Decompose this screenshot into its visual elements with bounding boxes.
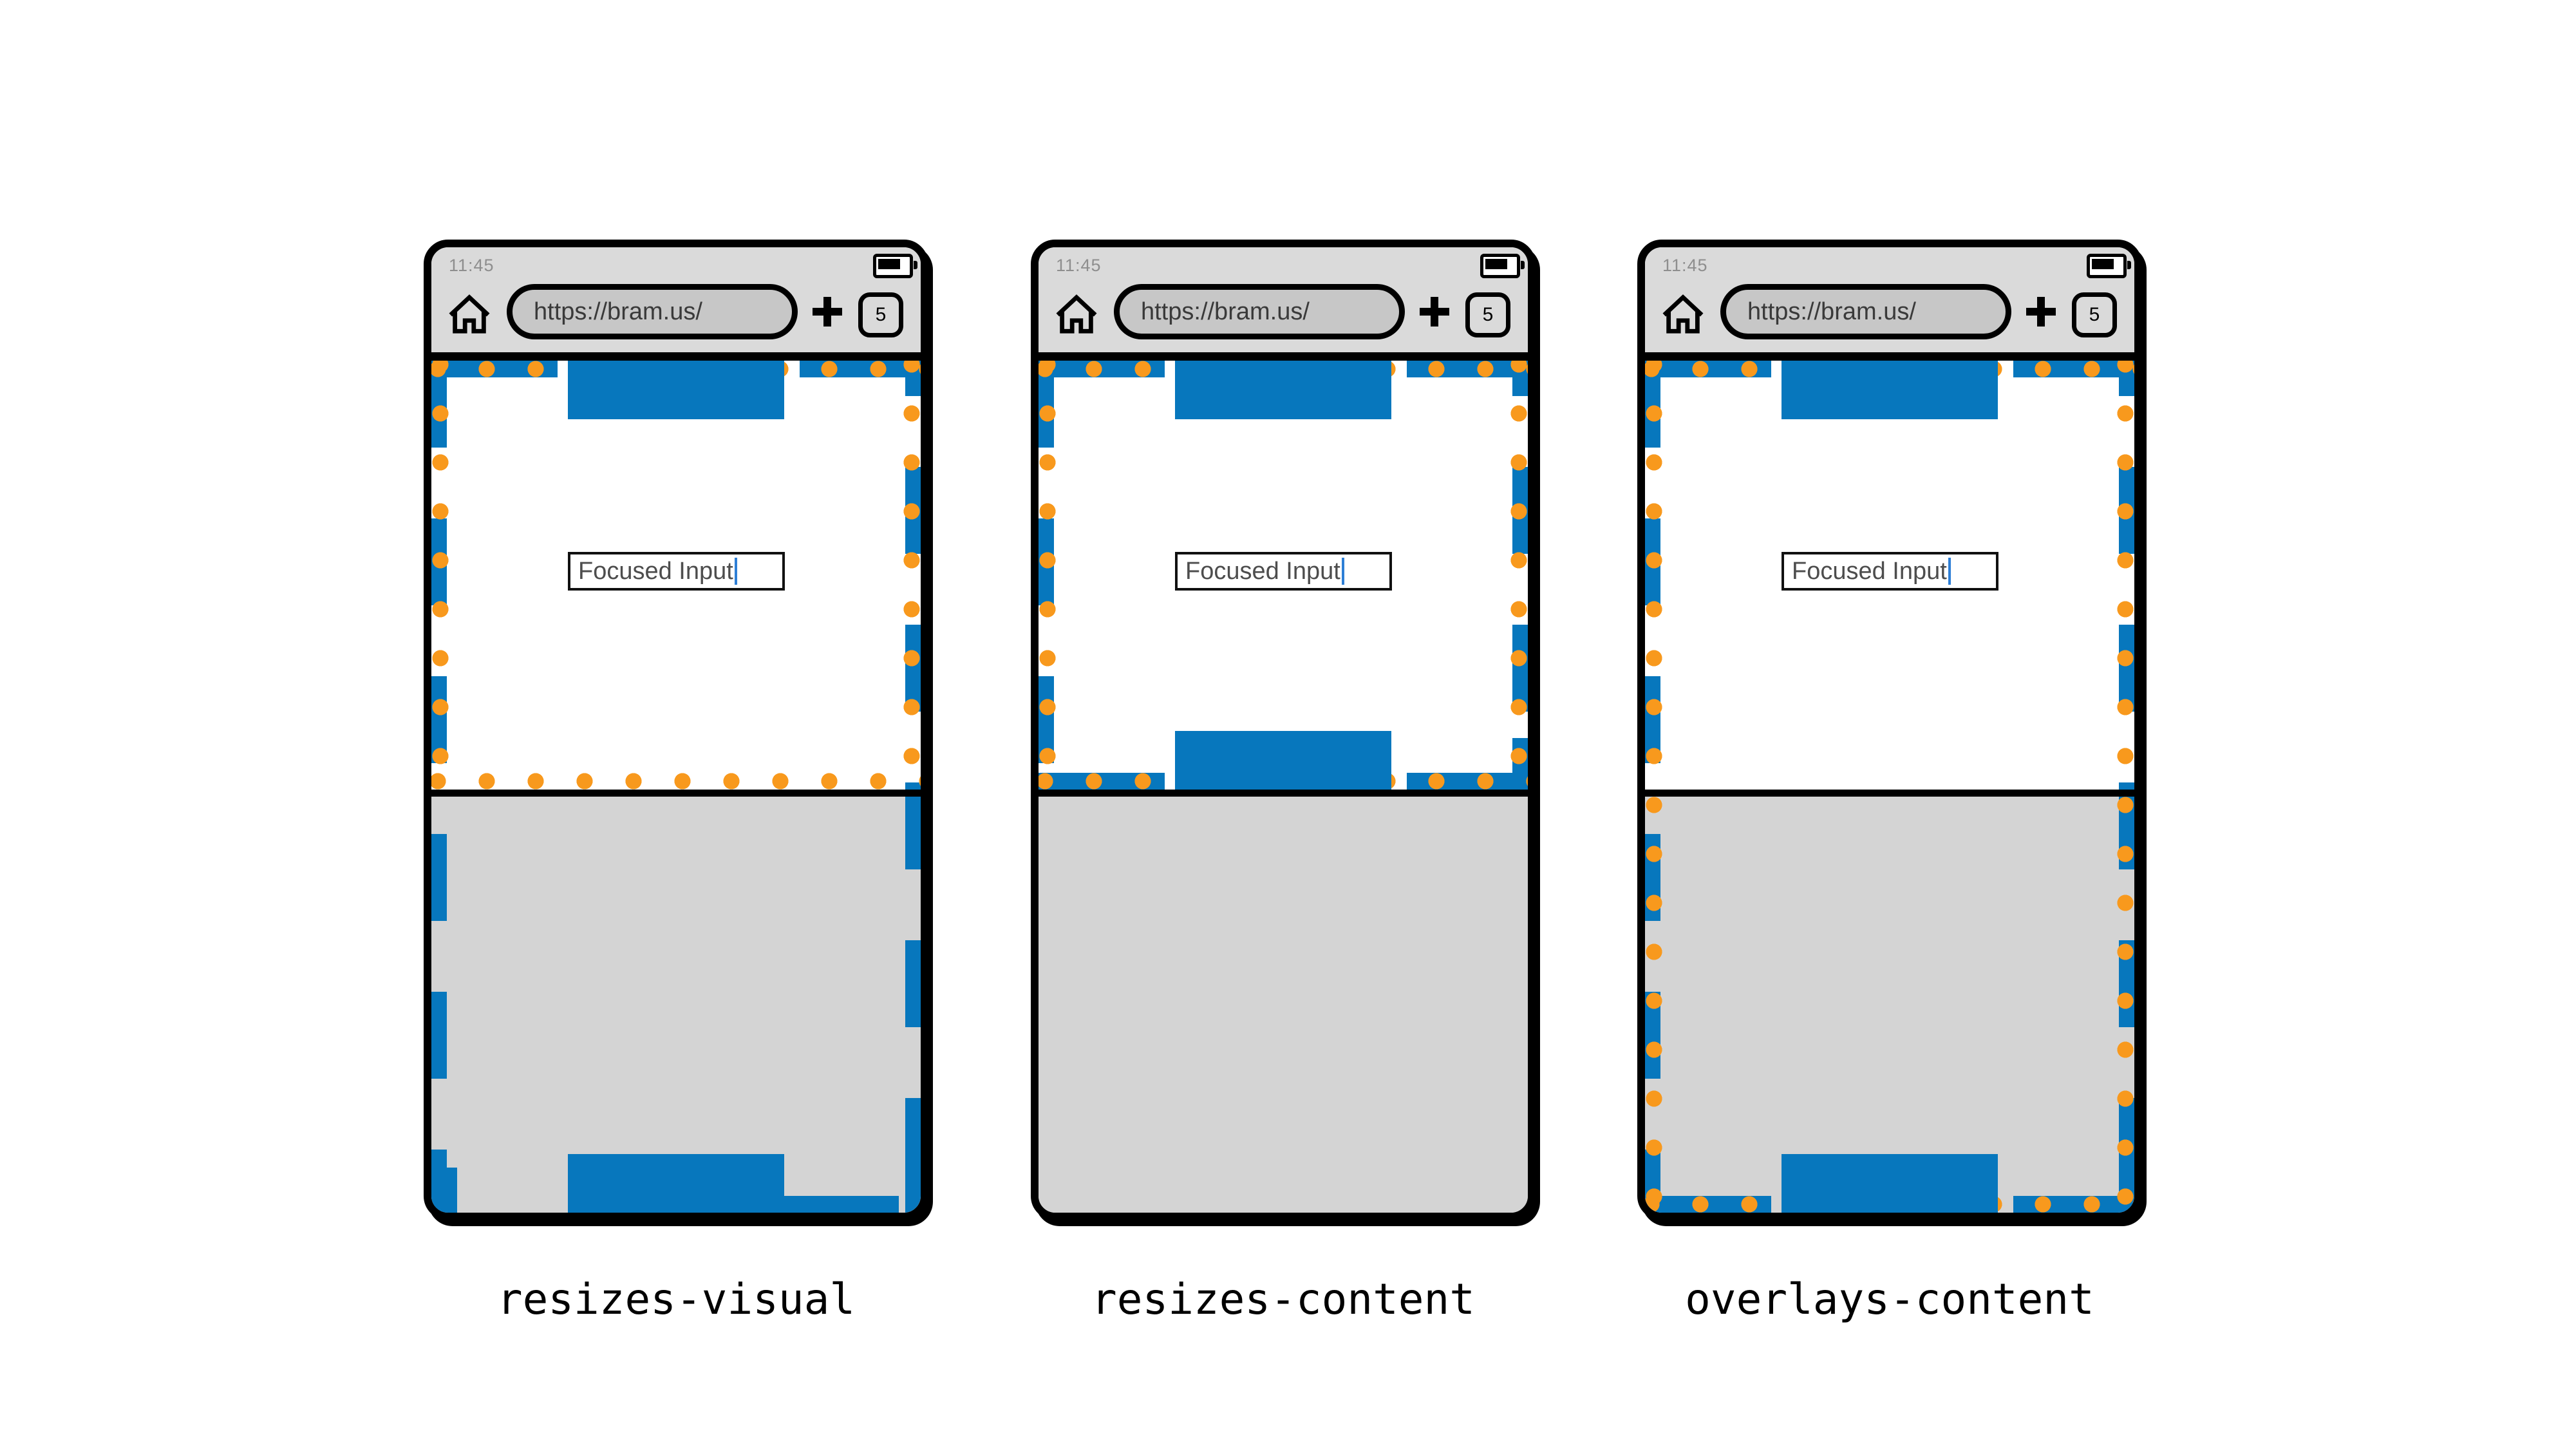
status-time: 11:45: [1056, 256, 1102, 275]
blue-dash-top-center: [1175, 361, 1391, 419]
phone-frame: 11:45 https://bram.us/ 5: [1031, 240, 1536, 1220]
focused-input-value: Focused Input: [1185, 557, 1340, 585]
phone-screen: 11:45 https://bram.us/ 5: [431, 247, 921, 1213]
orange-dots-right-edge: [1510, 361, 1527, 790]
focused-input[interactable]: Focused Input: [1782, 552, 1998, 591]
battery-icon: [1480, 254, 1525, 278]
blue-dash-bottom-right-segment: [784, 1196, 899, 1213]
orange-dots-visual-viewport-bottom: [431, 773, 921, 790]
orange-dots-left-edge: [432, 361, 449, 790]
battery-nub: [914, 261, 917, 269]
battery-icon: [2087, 254, 2131, 278]
orange-dots-left-edge: [1039, 361, 1056, 790]
focused-input[interactable]: Focused Input: [568, 552, 785, 591]
blue-dash-bottom-left-corner: [431, 1168, 457, 1213]
text-caret: [1948, 558, 1951, 585]
mode-caption: resizes-visual: [496, 1274, 856, 1324]
url-text: https://bram.us/: [1141, 298, 1310, 325]
phone-frame: 11:45 https://bram.us/ 5: [1637, 240, 2142, 1220]
orange-dots-right-edge: [2117, 361, 2134, 1213]
url-field[interactable]: https://bram.us/: [1114, 284, 1405, 339]
tab-counter-button[interactable]: 5: [2072, 292, 2117, 337]
home-icon[interactable]: [1660, 292, 1706, 336]
mode-caption: overlays-content: [1685, 1274, 2094, 1324]
phone-resizes-content: 11:45 https://bram.us/ 5: [1031, 240, 1536, 1324]
virtual-keyboard-area: [1645, 797, 2134, 1213]
tab-counter-button[interactable]: 5: [1465, 292, 1510, 337]
url-field[interactable]: https://bram.us/: [507, 284, 798, 339]
phone-resizes-visual: 11:45 https://bram.us/ 5: [424, 240, 928, 1324]
focused-input-value: Focused Input: [578, 557, 733, 585]
blue-dash-bottom-center: [1782, 1154, 1998, 1213]
battery-fill: [1485, 259, 1507, 269]
new-tab-button[interactable]: [2026, 297, 2056, 327]
phone-screen: 11:45 https://bram.us/ 5: [1039, 247, 1528, 1213]
tab-count: 5: [2089, 304, 2100, 325]
browser-chrome: 11:45 https://bram.us/ 5: [1645, 247, 2134, 352]
phone-overlays-content: 11:45 https://bram.us/ 5: [1637, 240, 2142, 1324]
orange-dots-left-edge: [1646, 361, 1662, 1213]
blue-dash-top-center: [568, 361, 784, 419]
browser-chrome: 11:45 https://bram.us/ 5: [1039, 247, 1528, 352]
status-time: 11:45: [449, 256, 494, 275]
url-text: https://bram.us/: [534, 298, 702, 325]
battery-nub: [1521, 261, 1525, 269]
phone-screen: 11:45 https://bram.us/ 5: [1645, 247, 2134, 1213]
text-caret: [1341, 558, 1344, 585]
virtual-keyboard-area: [1039, 797, 1528, 1213]
battery-fill: [2092, 259, 2114, 269]
orange-dots-right-edge: [903, 361, 920, 790]
focused-input[interactable]: Focused Input: [1175, 552, 1392, 591]
blue-dash-bottom-center: [568, 1154, 784, 1213]
url-text: https://bram.us/: [1747, 298, 1916, 325]
status-time: 11:45: [1662, 256, 1708, 275]
new-tab-button[interactable]: [1420, 297, 1449, 327]
tab-count: 5: [875, 304, 887, 325]
url-field[interactable]: https://bram.us/: [1720, 284, 2011, 339]
chrome-separator: [431, 352, 921, 361]
tab-counter-button[interactable]: 5: [858, 292, 903, 337]
text-caret: [734, 558, 737, 585]
focused-input-value: Focused Input: [1792, 557, 1947, 585]
home-icon[interactable]: [1054, 292, 1099, 336]
phone-frame: 11:45 https://bram.us/ 5: [424, 240, 928, 1220]
chrome-separator: [1645, 352, 2134, 361]
battery-nub: [2127, 261, 2131, 269]
chrome-separator: [1039, 352, 1528, 361]
mode-caption: resizes-content: [1091, 1274, 1476, 1324]
home-icon[interactable]: [447, 292, 492, 336]
keyboard-top-edge: [1645, 790, 2134, 797]
blue-dash-top-center: [1782, 361, 1998, 419]
browser-chrome: 11:45 https://bram.us/ 5: [431, 247, 921, 352]
battery-icon: [873, 254, 917, 278]
virtual-keyboard-area: [431, 797, 921, 1213]
blue-dash-bottom-center: [1175, 731, 1391, 790]
keyboard-top-edge: [1039, 790, 1528, 797]
tab-count: 5: [1482, 304, 1494, 325]
battery-fill: [878, 259, 900, 269]
new-tab-button[interactable]: [813, 297, 842, 327]
keyboard-top-edge: [431, 790, 921, 797]
